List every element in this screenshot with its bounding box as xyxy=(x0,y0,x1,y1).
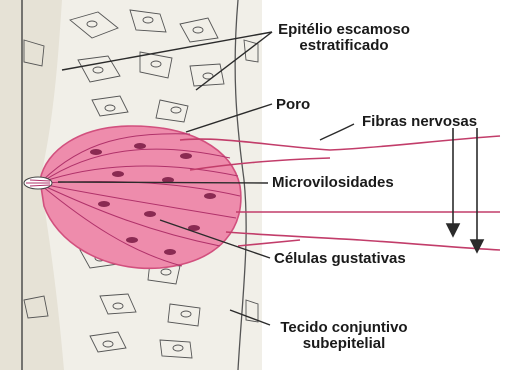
label-tecido-line1: Tecido conjuntivo xyxy=(274,320,414,336)
label-tecido-line2: subepitelial xyxy=(274,336,414,352)
label-poro: Poro xyxy=(276,97,310,113)
label-celulas-gustativas: Células gustativas xyxy=(274,251,406,267)
label-epitelio-line2: estratificado xyxy=(274,38,414,54)
label-fibras-nervosas: Fibras nervosas xyxy=(362,114,477,130)
label-epitelio: Epitélio escamoso estratificado xyxy=(274,22,414,54)
label-microvilosidades: Microvilosidades xyxy=(272,175,394,191)
fiber-arrows xyxy=(447,128,483,252)
label-epitelio-line1: Epitélio escamoso xyxy=(274,22,414,38)
label-tecido: Tecido conjuntivo subepitelial xyxy=(274,320,414,352)
